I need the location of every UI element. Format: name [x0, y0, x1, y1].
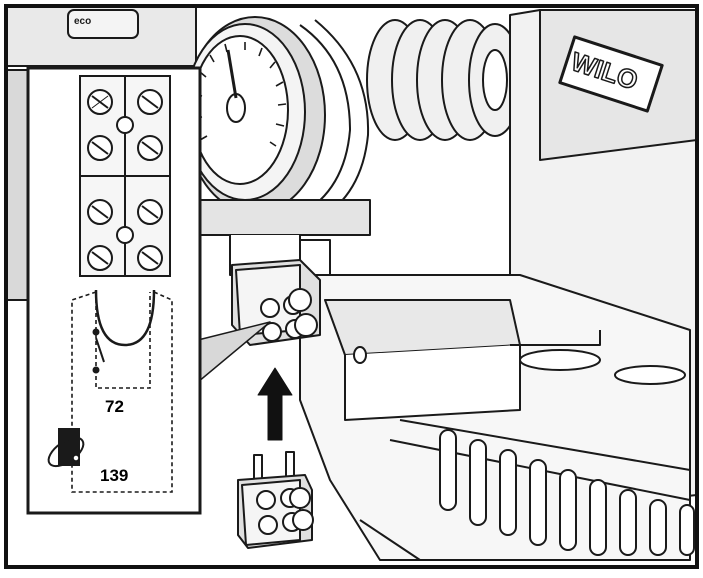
dashed-wiring [71, 291, 173, 493]
label-sensor-139: 139 [100, 466, 129, 485]
coil-pipe [366, 19, 522, 141]
switch-contact-symbol [92, 328, 105, 374]
bridge-plug [237, 451, 314, 549]
chassis-plate [299, 274, 695, 561]
gauge-fragment-label: eco [74, 16, 91, 27]
wire-bridge [94, 289, 156, 347]
frame-border [4, 4, 699, 569]
terminal-socket [231, 259, 321, 346]
label-contact-72: 72 [105, 397, 124, 416]
boiler-housing: eco [6, 6, 197, 301]
sensor-symbol [47, 428, 85, 468]
insert-arrow [257, 367, 293, 441]
pressure-gauge [184, 16, 370, 221]
inset-panel [26, 66, 202, 515]
terminal-strip [79, 75, 171, 277]
